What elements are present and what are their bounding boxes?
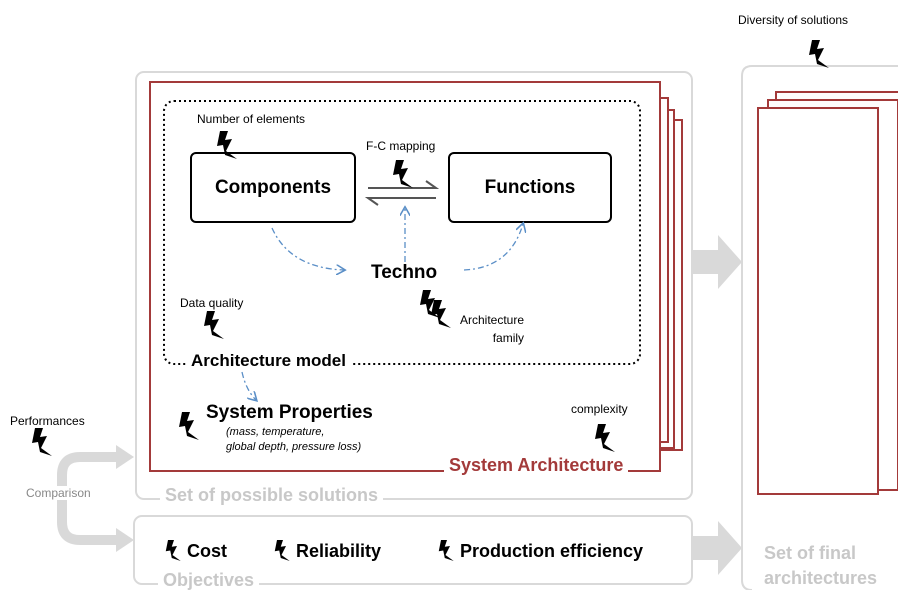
complexity-label: complexity xyxy=(571,402,628,416)
system-properties-label: System Properties xyxy=(206,402,373,423)
functions-label: Functions xyxy=(484,177,576,198)
techno-links xyxy=(241,208,523,400)
fc-mapping-label: F-C mapping xyxy=(366,139,436,153)
objective-reliability: Reliability xyxy=(296,541,382,561)
system-properties-detail-2: global depth, pressure loss) xyxy=(226,441,362,453)
components-box xyxy=(190,152,356,223)
arrow-to-final-architectures xyxy=(692,235,742,289)
objective-production-efficiency: Production efficiency xyxy=(460,541,644,561)
diversity-of-solutions-label: Diversity of solutions xyxy=(738,13,849,27)
comparison-label: Comparison xyxy=(24,486,93,500)
data-quality-label: Data quality xyxy=(180,296,244,310)
objective-cost: Cost xyxy=(187,541,227,561)
objectives-frame xyxy=(133,515,693,585)
final-architectures-frame xyxy=(741,65,898,590)
functions-box xyxy=(448,152,612,223)
techno-label: Techno xyxy=(371,262,438,283)
number-of-elements-label: Number of elements xyxy=(197,112,306,126)
objectives-title: Objectives xyxy=(158,570,260,591)
components-label: Components xyxy=(214,177,332,198)
system-architecture-frame xyxy=(149,81,661,472)
arrow-objectives-to-final xyxy=(692,521,742,575)
architecture-family-label: Architecture family xyxy=(460,313,525,345)
set-of-possible-solutions-title: Set of possible solutions xyxy=(160,485,384,506)
set-of-final-architectures-title-line2: architectures xyxy=(764,568,878,588)
system-properties-detail-1: (mass, temperature, xyxy=(226,426,325,438)
set-of-final-architectures-title-line1: Set of final xyxy=(764,543,857,563)
set-of-possible-solutions-frame xyxy=(135,71,693,500)
system-architecture-title: System Architecture xyxy=(444,455,629,476)
fc-mapping-arrows xyxy=(364,180,440,206)
architecture-model-label: Architecture model xyxy=(186,351,351,371)
final-architectures-stack xyxy=(757,91,898,495)
performances-label: Performances xyxy=(10,414,85,428)
